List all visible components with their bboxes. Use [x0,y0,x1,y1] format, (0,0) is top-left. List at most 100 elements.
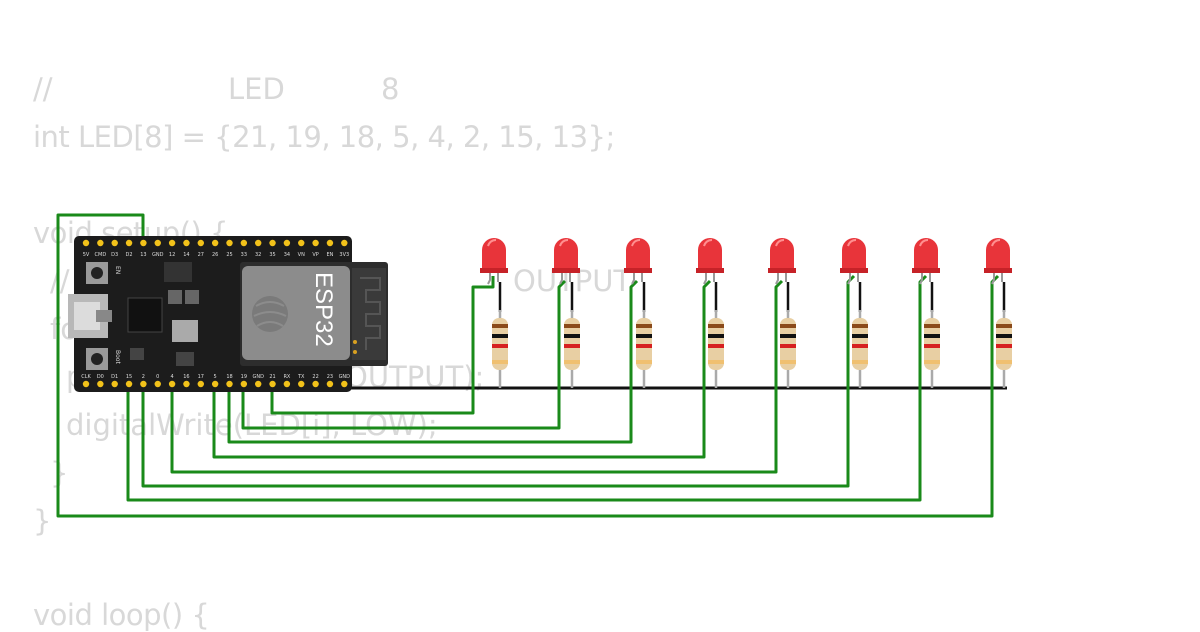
bottom-pin-label: GND [252,374,264,380]
bottom-pin[interactable] [140,380,147,388]
led-5[interactable] [768,238,796,285]
resistor-6[interactable] [852,310,868,388]
top-pin[interactable] [240,239,248,247]
top-pin[interactable] [298,239,305,247]
resistor-band [708,324,724,328]
top-pin[interactable] [111,239,118,247]
top-pin-label: D2 [126,252,133,258]
led-highlight [487,239,497,247]
top-pin[interactable] [154,239,161,247]
resistor-band [924,344,940,348]
resistor-band [852,324,868,328]
bottom-pin[interactable] [341,380,348,388]
top-pin[interactable] [97,239,104,247]
wire-pin18[interactable] [227,279,639,444]
resistor-2[interactable] [564,310,580,388]
bottom-pin[interactable] [240,380,248,388]
top-pin-label: 3V3 [339,252,349,258]
top-pin[interactable] [140,239,147,247]
top-pin[interactable] [183,239,190,247]
top-pin[interactable] [283,239,291,247]
wire-pin19[interactable] [241,279,567,430]
led-2[interactable] [552,238,580,285]
top-pin[interactable] [82,239,90,247]
top-pin-label: GND [152,252,164,258]
top-pin-label: 5V [83,252,90,258]
led-3[interactable] [624,238,652,285]
top-pin[interactable] [255,239,262,247]
led-anode-lead [487,273,491,285]
top-pin-label: VP [312,252,318,258]
wire-pin5[interactable] [212,279,712,459]
resistor-1[interactable] [492,310,508,388]
bottom-pin[interactable] [298,380,305,388]
resistor-band [636,324,652,328]
resistor-band [564,360,580,364]
top-pin-label: 13 [140,252,146,258]
top-pin[interactable] [326,239,334,247]
led-anode-lead [775,273,779,285]
led-highlight [919,239,929,247]
resistor-band [636,360,652,364]
led-6[interactable] [840,238,868,285]
resistor-band [636,344,652,348]
top-pin[interactable] [341,239,348,247]
top-pin-label: D3 [111,252,118,258]
bottom-pin[interactable] [125,380,133,388]
led-resistor-array [480,238,1012,388]
resistor-band [924,334,940,338]
led-rim [984,268,1012,273]
led-8[interactable] [984,238,1012,285]
bottom-pin[interactable] [183,380,190,388]
bottom-pin[interactable] [211,380,219,388]
wire-pin21[interactable] [270,276,495,415]
top-pin[interactable] [312,239,319,247]
bottom-pin[interactable] [97,380,104,388]
bottom-pin[interactable] [154,380,161,388]
boot-label: Boot [114,350,121,364]
bottom-pin[interactable] [111,380,118,388]
top-pin[interactable] [269,239,276,247]
led-4[interactable] [696,238,724,285]
bottom-pin[interactable] [197,380,204,388]
bottom-pin-label: 5 [214,374,217,380]
resistor-3[interactable] [636,310,652,388]
top-pin[interactable] [197,239,204,247]
led-highlight [631,239,641,247]
bottom-pin[interactable] [283,380,291,388]
resistor-5[interactable] [780,310,796,388]
top-pin[interactable] [226,239,233,247]
bottom-pin[interactable] [269,380,276,388]
bottom-pin[interactable] [168,380,176,388]
resistor-7[interactable] [924,310,940,388]
bottom-pin[interactable] [82,380,90,388]
resistor-band [996,360,1012,364]
led-highlight [775,239,785,247]
resistor-band [492,324,508,328]
resistor-band [852,360,868,364]
en-label: EN [114,266,121,274]
led-anode-lead [703,273,707,285]
bottom-pin[interactable] [326,380,334,388]
led-1[interactable] [480,238,508,285]
resistor-band [492,334,508,338]
bottom-pin[interactable] [312,380,319,388]
led-rim [480,268,508,273]
top-pin[interactable] [168,239,176,247]
wire-pin4[interactable] [170,279,784,474]
resistor-band [564,324,580,328]
bottom-pin-label: CLK [81,374,91,380]
led-7[interactable] [912,238,940,285]
top-pin[interactable] [125,239,133,247]
top-pin[interactable] [211,239,219,247]
resistor-4[interactable] [708,310,724,388]
resistor-band [996,334,1012,338]
bottom-pin[interactable] [226,380,233,388]
resistor-8[interactable] [996,310,1012,388]
led-anode-lead [847,273,851,285]
top-pin-label: 32 [255,252,261,258]
bottom-pin-label: 0 [156,374,159,380]
bottom-pin[interactable] [255,380,262,388]
